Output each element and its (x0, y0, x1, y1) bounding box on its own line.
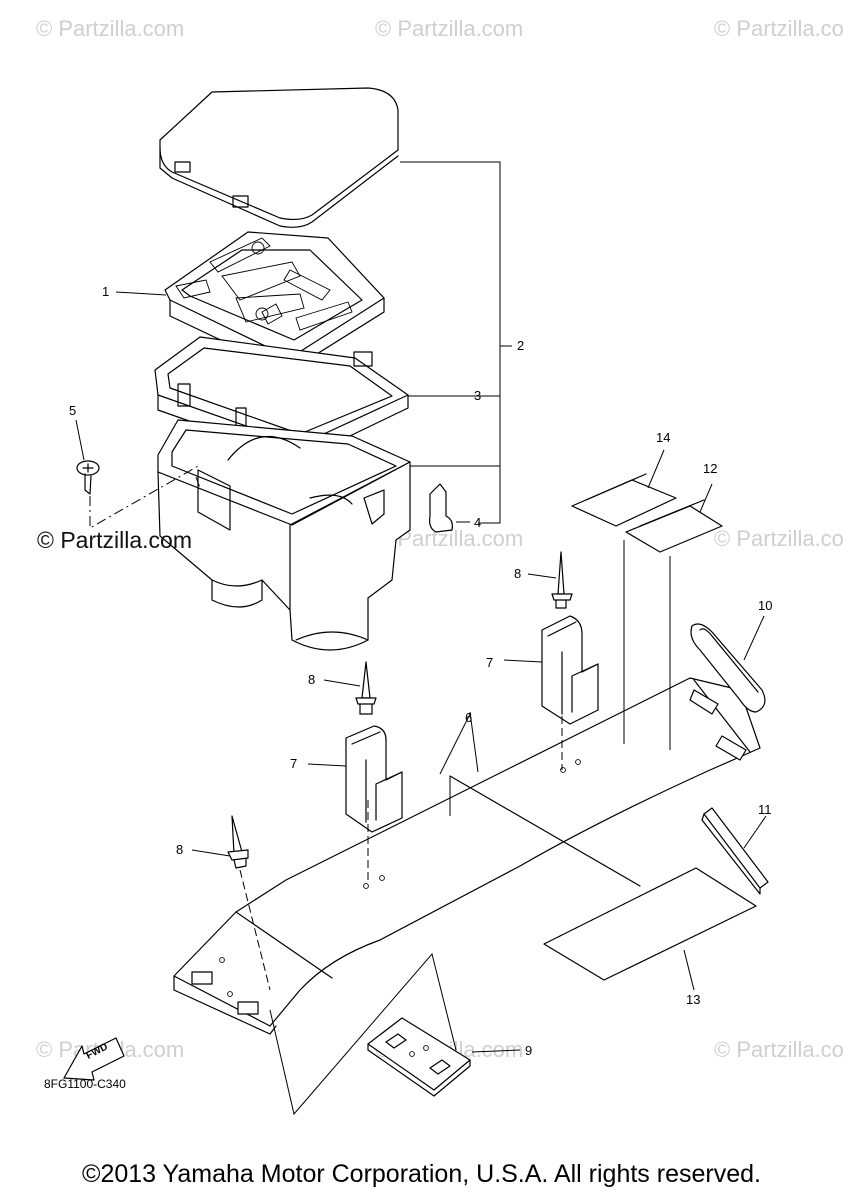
clip-part-4 (429, 483, 470, 533)
callout-3: 3 (474, 388, 482, 403)
rivet-part-8-lower (191, 815, 271, 991)
watermark-top-center: © Partzilla.com (375, 16, 524, 41)
label-part-12 (623, 483, 723, 750)
callout-1: 1 (102, 284, 110, 299)
storage-box-lid (159, 87, 399, 228)
rivet-part-8-middle (323, 661, 377, 715)
diagram-code: 8FG1100-C340 (44, 1077, 126, 1091)
callout-2: 2 (517, 338, 525, 353)
callout-6: 6 (465, 710, 473, 725)
callout-2-bracket (400, 161, 512, 524)
callout-10: 10 (758, 598, 773, 613)
callout-7-left: 7 (290, 756, 298, 771)
callout-8-lower: 8 (176, 842, 184, 857)
plate-part-9 (367, 1017, 521, 1097)
forward-arrow-icon (63, 1037, 125, 1081)
storage-box-body (157, 419, 411, 651)
watermark-top-left: © Partzilla.com (36, 16, 185, 41)
copyright-footer: ©2013 Yamaha Motor Corporation, U.S.A. A… (82, 1160, 761, 1188)
callout-9: 9 (525, 1043, 533, 1058)
callout-7-right: 7 (486, 655, 494, 670)
tool-kit-tray (164, 231, 385, 373)
callout-13: 13 (686, 992, 701, 1007)
holder-bracket-part-7-left (307, 725, 403, 880)
callout-4: 4 (474, 515, 482, 530)
callout-12: 12 (703, 461, 718, 476)
leader-6 (439, 713, 471, 775)
callout-8-middle: 8 (308, 672, 316, 687)
bar-part-11 (701, 807, 769, 895)
callout-5: 5 (69, 403, 77, 418)
watermark-center-left: © Partzilla.com (37, 527, 192, 553)
watermark-top-right: © Partzilla.com (714, 16, 843, 41)
holder-bracket-part-7-right (503, 615, 599, 770)
strap-part-10 (690, 615, 766, 713)
leader-1 (115, 291, 167, 296)
label-part-14 (571, 449, 677, 527)
callout-8-upper: 8 (514, 566, 522, 581)
label-part-13 (543, 867, 757, 991)
rivet-part-8-upper (527, 551, 573, 609)
watermark-bottom-right: © Partzilla.com (714, 1037, 843, 1062)
screw-part-5 (75, 419, 100, 495)
watermark-mid-right: © Partzilla.com (714, 526, 843, 551)
callout-14: 14 (656, 430, 671, 445)
storage-frame (154, 336, 409, 461)
storage-base-tray-part-6 (173, 677, 761, 1035)
callout-11: 11 (758, 802, 772, 817)
